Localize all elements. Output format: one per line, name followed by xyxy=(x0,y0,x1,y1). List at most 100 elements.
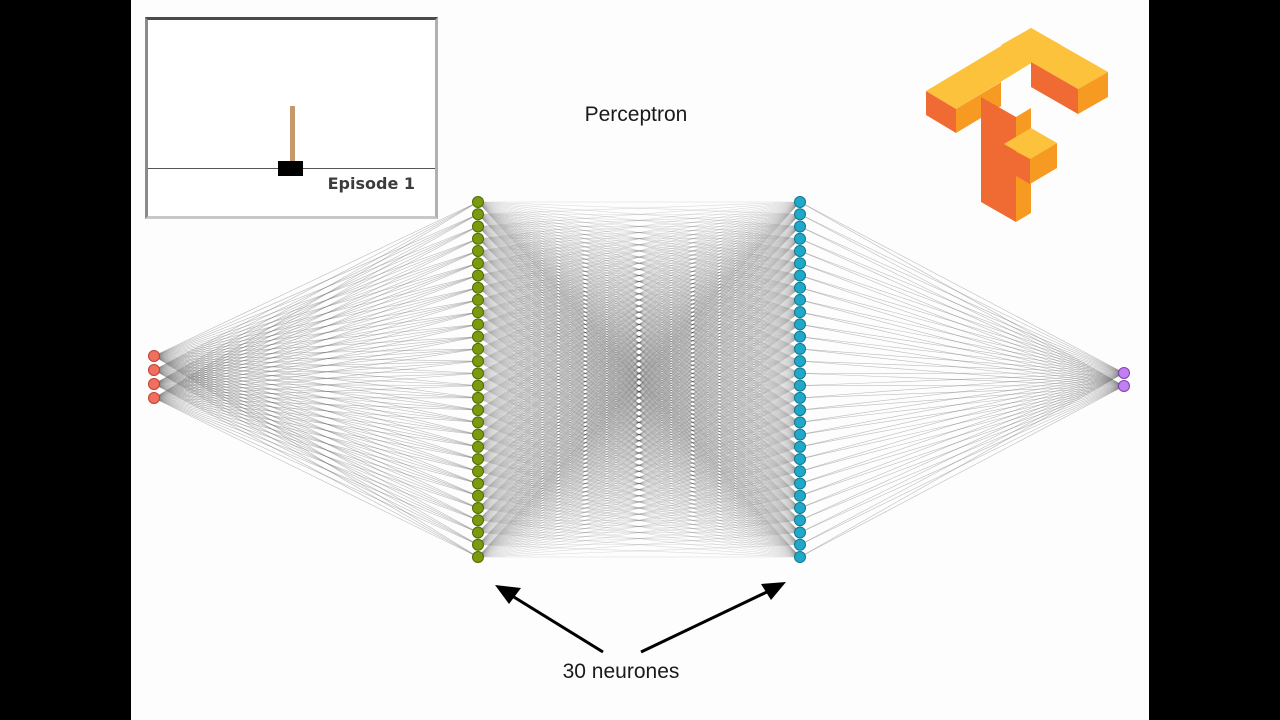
connection-edge xyxy=(477,275,801,484)
connection-edge xyxy=(477,238,801,386)
connection-edge xyxy=(477,336,801,350)
connection-edge xyxy=(477,373,801,386)
connection-edge xyxy=(153,336,479,399)
output-neuron xyxy=(1118,380,1130,392)
connection-edge xyxy=(153,383,479,435)
hidden-2-neuron xyxy=(794,465,806,478)
connection-edge xyxy=(799,385,1125,521)
connection-edge xyxy=(477,409,801,509)
connection-edge xyxy=(477,446,801,558)
connection-edge xyxy=(477,385,801,497)
connection-edge xyxy=(153,369,479,386)
connection-edge xyxy=(477,250,801,350)
connection-edge xyxy=(477,495,801,546)
connection-edge xyxy=(477,385,801,521)
connection-edge xyxy=(477,201,801,288)
connection-edge xyxy=(477,262,801,386)
connection-edge xyxy=(477,311,801,484)
connection-edge xyxy=(477,324,801,558)
connection-edge xyxy=(477,238,801,521)
connection-edge xyxy=(477,397,801,411)
hidden-1-neuron xyxy=(472,244,484,257)
connection-edge xyxy=(477,483,801,533)
connection-edge xyxy=(477,311,801,423)
connection-edge xyxy=(477,311,801,521)
hidden-1-neuron xyxy=(472,318,484,331)
connection-edge xyxy=(153,299,479,399)
connection-edge xyxy=(477,397,801,423)
connection-edge xyxy=(477,348,801,472)
connection-edge xyxy=(477,422,801,558)
hidden-1-neuron xyxy=(472,220,484,233)
connection-edge xyxy=(153,355,479,509)
connection-edge xyxy=(477,213,801,423)
connection-edge xyxy=(477,397,801,484)
connection-edge xyxy=(477,275,801,423)
connection-edge xyxy=(153,250,479,371)
connection-edge xyxy=(477,507,801,558)
connection-edge xyxy=(477,324,801,472)
connection-edge xyxy=(153,287,479,357)
connection-edge xyxy=(153,369,479,558)
connection-edge xyxy=(477,336,801,509)
connection-edge xyxy=(477,360,801,435)
connection-edge xyxy=(477,250,801,558)
connection-edge xyxy=(477,250,801,509)
connection-edge xyxy=(153,250,479,399)
connection-edge xyxy=(477,409,801,423)
hidden-1-neuron xyxy=(472,257,484,270)
connection-edge xyxy=(477,299,801,362)
input-neuron xyxy=(148,378,160,390)
connection-edge xyxy=(477,201,801,264)
connection-edge xyxy=(477,324,801,521)
network-edges xyxy=(153,201,1125,558)
connection-edge xyxy=(477,299,801,435)
connection-edge xyxy=(477,275,801,545)
connection-edge xyxy=(477,299,801,521)
connection-edge xyxy=(477,471,801,546)
connection-edge xyxy=(799,213,1125,374)
connection-edge xyxy=(477,250,801,521)
connection-edge xyxy=(477,360,801,411)
connection-edge xyxy=(477,275,801,472)
connection-edge xyxy=(477,544,801,558)
connection-edge xyxy=(477,532,801,546)
connection-edge xyxy=(799,287,1125,374)
connection-edge xyxy=(477,262,801,448)
connection-edge xyxy=(477,336,801,399)
arrows xyxy=(495,582,786,654)
connection-edge xyxy=(477,458,801,546)
connection-edge xyxy=(799,372,1125,435)
connection-edge xyxy=(477,250,801,276)
connection-edge xyxy=(153,385,479,399)
connection-edge xyxy=(477,275,801,484)
connection-edge xyxy=(477,360,801,509)
connection-edge xyxy=(477,275,801,313)
hidden-1-neuron xyxy=(472,538,484,551)
arrow-left-head xyxy=(495,585,521,604)
connection-edge xyxy=(477,238,801,533)
connection-edge xyxy=(477,385,801,472)
connection-edge xyxy=(477,213,801,252)
connection-edge xyxy=(477,495,801,558)
connection-edge xyxy=(477,214,801,460)
connection-edge xyxy=(477,360,801,497)
connection-edge xyxy=(477,287,801,399)
neurons-label: 30 neurones xyxy=(562,660,680,683)
connection-edge xyxy=(799,324,1125,387)
connection-edge xyxy=(153,355,479,546)
connection-edge xyxy=(477,299,801,411)
connection-edge xyxy=(477,262,801,386)
connection-edge xyxy=(477,311,801,484)
connection-edge xyxy=(477,299,801,423)
connection-edge xyxy=(477,397,801,558)
connection-edge xyxy=(153,201,479,385)
connection-edge xyxy=(477,519,801,533)
connection-edge xyxy=(477,409,801,472)
connection-edge xyxy=(477,373,801,558)
connection-edge xyxy=(799,275,1125,374)
connection-edge xyxy=(477,214,801,484)
connection-edge xyxy=(799,385,1125,423)
connection-edge xyxy=(477,250,801,362)
connection-edge xyxy=(477,311,801,423)
